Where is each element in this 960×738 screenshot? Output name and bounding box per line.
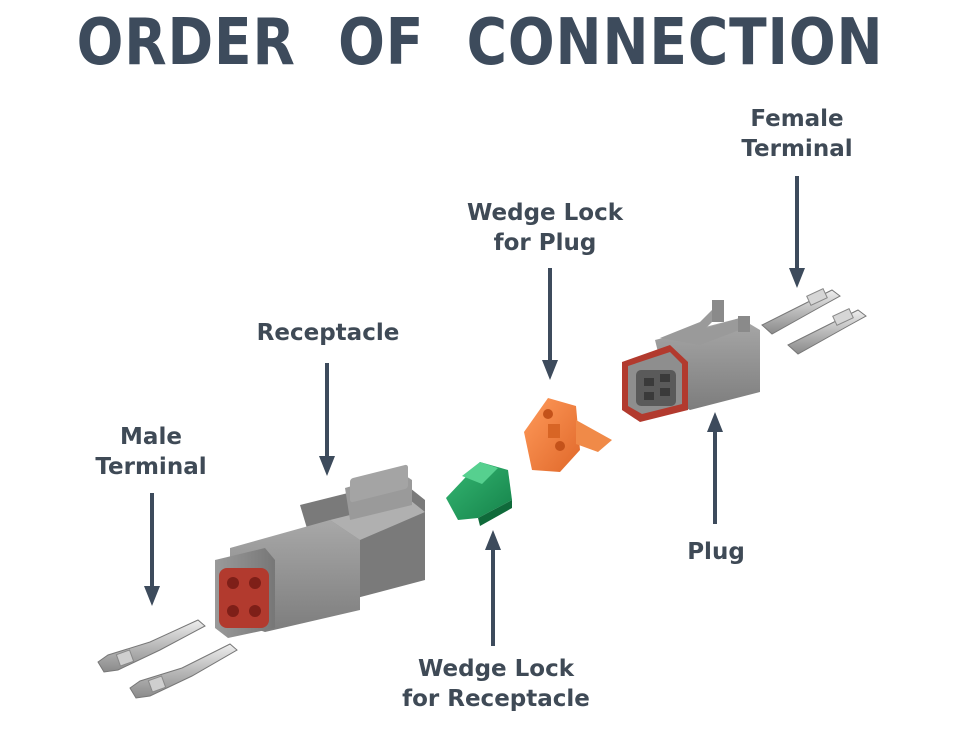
label-plug: Plug — [674, 537, 758, 567]
arrow-wedge-lock-receptacle — [485, 530, 501, 646]
label-receptacle: Receptacle — [253, 318, 403, 348]
wedge-lock-receptacle-part — [446, 462, 512, 526]
arrow-plug — [707, 412, 723, 524]
label-female-terminal: Female Terminal — [735, 104, 859, 164]
label-male-terminal: Male Terminal — [88, 422, 214, 482]
label-male-terminal-line1: Male — [120, 424, 182, 450]
label-female-terminal-line2: Terminal — [741, 136, 853, 162]
label-male-terminal-line2: Terminal — [95, 454, 207, 480]
label-plug-line1: Plug — [687, 539, 745, 565]
arrow-male-terminal — [144, 493, 160, 606]
female-terminal-lower — [787, 308, 867, 355]
label-wedge-lock-plug: Wedge Lock for Plug — [452, 198, 638, 258]
arrow-wedge-lock-plug — [542, 268, 558, 380]
male-terminal-lower — [129, 643, 238, 699]
label-wedge-lock-receptacle-line1: Wedge Lock — [417, 656, 575, 682]
female-terminal-upper — [761, 288, 841, 335]
label-receptacle-line1: Receptacle — [256, 320, 400, 346]
receptacle-housing — [215, 464, 425, 638]
label-wedge-lock-receptacle-line2: for Receptacle — [402, 686, 590, 712]
label-female-terminal-line1: Female — [750, 106, 844, 132]
label-wedge-lock-receptacle: Wedge Lock for Receptacle — [398, 654, 594, 714]
male-terminal-upper — [97, 619, 206, 673]
plug-housing — [622, 300, 760, 422]
wedge-lock-plug-part — [524, 398, 612, 472]
arrow-female-terminal — [789, 176, 805, 288]
label-wedge-lock-plug-line1: Wedge Lock — [466, 200, 624, 226]
arrow-receptacle — [319, 363, 335, 476]
diagram-title: ORDER OF CONNECTION — [76, 6, 884, 80]
label-wedge-lock-plug-line2: for Plug — [493, 230, 597, 256]
